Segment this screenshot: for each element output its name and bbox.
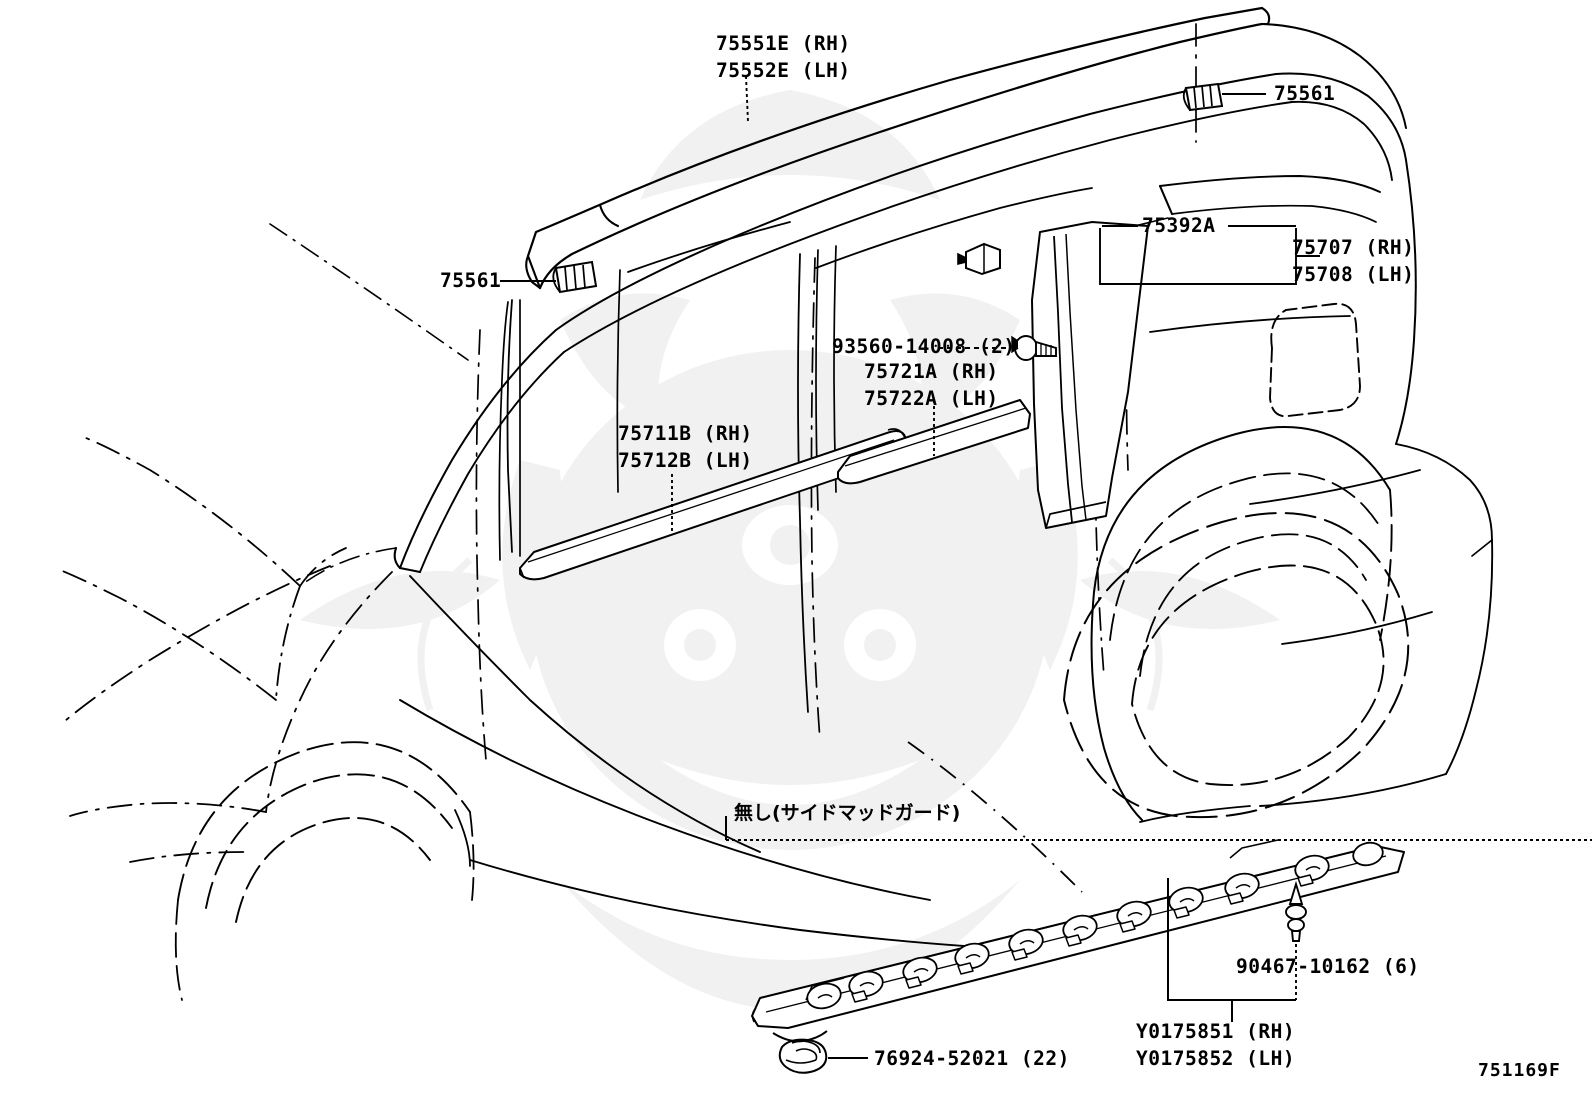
label-clip-right: 75561 [1274, 82, 1336, 105]
screw-icon [1011, 335, 1057, 361]
figure-id: 751169F [1478, 1060, 1561, 1081]
label-rocker: Y0175851 (RH) Y0175852 (LH) [1136, 1020, 1296, 1070]
pillar-moulding-part [1031, 221, 1149, 529]
leader-roof-rail [745, 75, 749, 123]
pillar-clip-icon [957, 242, 1001, 276]
label-front-belt: 75711B (RH) 75712B (LH) [618, 422, 753, 472]
roof-clip-right-icon [1182, 82, 1224, 112]
label-rear-belt: 75721A (RH) 75722A (LH) [864, 360, 999, 410]
rocker-clip-icon [1285, 880, 1307, 942]
label-roof-rail: 75551E (RH) 75552E (LH) [716, 32, 851, 82]
label-rocker-clip: 90467-10162 (6) [1236, 955, 1420, 978]
label-screw: 93560-14008 (2) [832, 335, 1016, 358]
label-clip-left: 75561 [440, 269, 502, 292]
label-jp-note: 無し(サイドマッドガード) [734, 802, 961, 824]
label-pillar-moulding: 75392A [1142, 214, 1216, 237]
rocker-moulding-part [751, 839, 1405, 1029]
grommet-icon [772, 1030, 828, 1074]
label-grommet: 76924-52021 (22) [874, 1047, 1070, 1070]
bracket-rocker [1167, 878, 1296, 1001]
rear-belt-moulding-part [837, 399, 1031, 485]
roof-clip-left-icon [552, 260, 598, 294]
label-pillar-rh-lh: 75707 (RH) 75708 (LH) [1292, 236, 1415, 286]
roof-rail-part [525, 6, 1271, 290]
